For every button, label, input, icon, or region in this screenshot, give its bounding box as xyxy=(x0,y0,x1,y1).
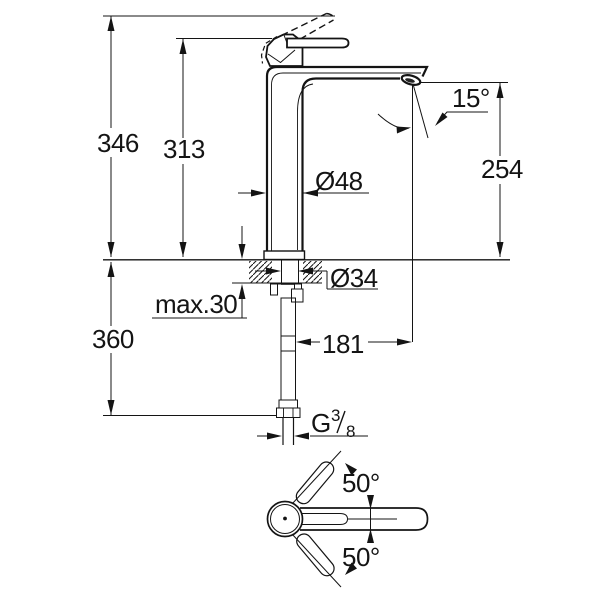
connection-pipe xyxy=(282,417,295,445)
label-body-diameter: Ø48 xyxy=(315,166,363,196)
label-thread-prefix: G xyxy=(311,408,331,438)
spout-angle-annotation: 15° xyxy=(377,83,490,342)
label-spout-angle: 15° xyxy=(452,83,490,113)
dim-swivel-angles: 50° 50° xyxy=(342,463,397,575)
dim-body-diameter: Ø48 xyxy=(238,166,369,197)
base-plate xyxy=(263,250,306,261)
mounting-shank xyxy=(270,259,304,445)
lever-neck-line xyxy=(300,513,349,525)
label-deck-thickness: max.30 xyxy=(155,289,237,319)
hose-collar xyxy=(278,399,298,409)
faucet-body xyxy=(263,65,429,261)
dim-hose-length: 360 xyxy=(92,262,277,416)
body-circle-inner xyxy=(270,504,300,534)
center-mark xyxy=(283,516,287,521)
angle-leader-arrow xyxy=(435,112,448,126)
label-thread-denominator: 8 xyxy=(346,422,355,441)
arc-arrow-upper xyxy=(345,463,357,476)
body-edge-highlight xyxy=(271,72,421,251)
label-swivel-upper: 50° xyxy=(342,468,380,498)
dim-thread: G 3 8 xyxy=(257,406,368,441)
lever-position-lower xyxy=(296,533,335,577)
angle-arc-arrow xyxy=(396,126,411,134)
swivel-axis-upper xyxy=(291,450,342,505)
label-spout-outlet-height: 254 xyxy=(481,154,523,184)
label-swivel-lower: 50° xyxy=(342,542,380,572)
dim-spout-reach: 181 xyxy=(296,329,412,359)
lever-blade xyxy=(286,37,350,49)
label-height-to-lever: 313 xyxy=(163,134,205,164)
faucet-side-view: 15° 346 313 254 xyxy=(92,12,523,445)
cartridge-raised-dashed xyxy=(260,35,278,64)
hose-nipple xyxy=(291,288,304,303)
angle-line xyxy=(412,83,429,139)
dim-mounting-hole: Ø34 xyxy=(255,263,378,293)
label-mounting-hole: Ø34 xyxy=(330,263,378,293)
mounting-claw-left xyxy=(270,283,278,296)
inner-edge-highlight xyxy=(297,83,314,250)
hose-break xyxy=(280,335,296,352)
hose-nut xyxy=(276,407,301,418)
braided-hose-lower xyxy=(280,350,296,401)
label-total-height: 346 xyxy=(97,128,139,158)
label-spout-reach: 181 xyxy=(322,329,364,359)
label-hose-length: 360 xyxy=(92,324,134,354)
fraction-slash xyxy=(336,410,346,434)
dim-total-height: 346 xyxy=(97,15,335,257)
deck-hatch-left xyxy=(249,261,272,283)
aerator-opening xyxy=(405,78,415,83)
braided-hose-upper xyxy=(280,297,296,337)
label-thread-numerator: 3 xyxy=(331,406,340,425)
threaded-shank xyxy=(281,259,299,285)
faucet-top-view: 50° 50° xyxy=(266,450,429,588)
dim-deck-thickness: max.30 xyxy=(152,226,247,319)
swivel-axis-lower xyxy=(291,533,342,588)
lever-position-upper xyxy=(295,461,335,505)
dim-height-to-lever: 313 xyxy=(163,38,272,257)
arc-arrow-lower xyxy=(345,562,357,575)
counter-deck xyxy=(103,259,510,284)
dim-spout-outlet-height: 254 xyxy=(419,82,523,257)
lever-handle xyxy=(260,12,350,67)
